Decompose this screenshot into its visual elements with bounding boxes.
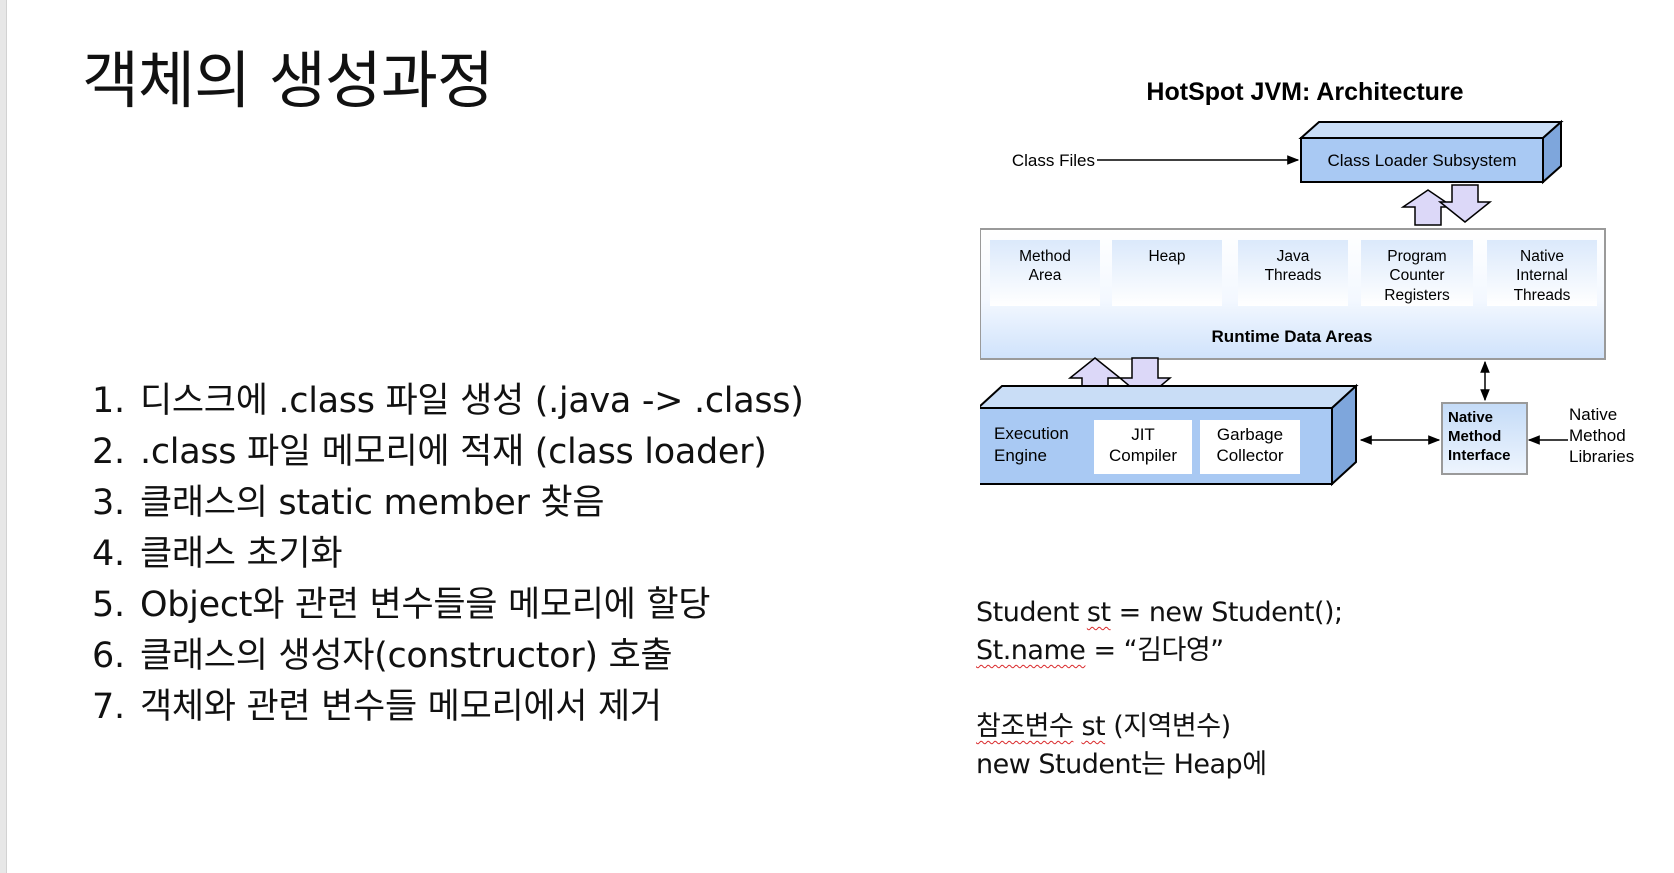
step-text: Object와 관련 변수들을 메모리에 할당 [140,585,711,625]
svg-text:Java: Java [1277,248,1310,265]
note-line-2: new Student는 Heap에 [976,749,1267,780]
list-item: 6. 클래스의 생성자(constructor) 호출 [92,631,804,682]
svg-text:Area: Area [1029,267,1062,284]
list-item: 7. 객체와 관련 변수들 메모리에서 제거 [92,682,804,733]
native-method-libraries-label: Native Method Libraries [1569,405,1634,466]
svg-text:Threads: Threads [1514,287,1571,304]
native-method-interface-box: Native Method Interface [1441,402,1528,475]
runtime-area-native-threads: Native Internal Threads [1487,240,1597,306]
svg-text:JIT: JIT [1131,425,1155,444]
svg-text:Method: Method [1019,248,1071,265]
svg-text:Interface: Interface [1448,447,1511,464]
svg-text:Native: Native [1520,248,1564,265]
list-item: 5. Object와 관련 변수들을 메모리에 할당 [92,580,804,631]
jvm-diagram-title: HotSpot JVM: Architecture [1146,78,1464,106]
step-number: 2. [92,432,125,472]
code-line-2: St.name = “김다영” [976,635,1224,666]
svg-text:Collector: Collector [1216,446,1283,465]
slide-left-edge [0,0,7,873]
execution-engine-box: Execution Engine JIT Compiler Garbage Co… [980,383,1359,487]
svg-text:Native: Native [1569,405,1617,424]
svg-text:Heap: Heap [1148,248,1185,265]
step-text: 클래스의 생성자(constructor) 호출 [140,636,673,676]
code-line-1: Student st = new Student(); [976,597,1343,628]
jvm-architecture-diagram: Class Files Class Loader Subsystem Metho… [980,119,1634,487]
svg-text:Registers: Registers [1384,287,1450,304]
class-files-label: Class Files [1012,151,1095,170]
svg-text:Counter: Counter [1389,267,1444,284]
step-text: 클래스 초기화 [140,534,343,574]
svg-text:Threads: Threads [1265,267,1322,284]
list-item: 3. 클래스의 static member 찾음 [92,478,804,529]
step-number: 6. [92,636,125,676]
svg-text:Native: Native [1448,409,1493,426]
runtime-area-java-threads: Java Threads [1238,240,1348,306]
runtime-area-method: Method Area [990,240,1100,306]
step-number: 4. [92,534,125,574]
step-text: .class 파일 메모리에 적재 (class loader) [140,432,767,472]
class-loader-subsystem-box: Class Loader Subsystem [1298,119,1564,185]
process-step-list: 1. 디스크에 .class 파일 생성 (.java -> .class) 2.… [92,376,804,733]
down-arrow-icon [1437,184,1493,223]
svg-text:Compiler: Compiler [1109,446,1177,465]
execution-engine-label: Execution [994,424,1069,443]
svg-text:Internal: Internal [1516,267,1568,284]
step-text: 디스크에 .class 파일 생성 (.java -> .class) [140,381,804,421]
step-number: 7. [92,687,125,727]
step-text: 객체와 관련 변수들 메모리에서 제거 [140,687,662,727]
step-text: 클래스의 static member 찾음 [140,483,605,523]
garbage-collector-box: Garbage Collector [1200,420,1300,474]
jit-compiler-box: JIT Compiler [1094,420,1192,474]
runtime-area-heap: Heap [1112,240,1222,306]
slide-title: 객체의 생성과정 [82,44,494,117]
runtime-data-areas-label: Runtime Data Areas [1212,327,1373,346]
list-item: 2. .class 파일 메모리에 적재 (class loader) [92,427,804,478]
svg-text:Program: Program [1387,248,1446,265]
step-number: 1. [92,381,125,421]
svg-text:Garbage: Garbage [1217,425,1283,444]
list-item: 4. 클래스 초기화 [92,529,804,580]
code-notes: Student st = new Student(); St.name = “김… [976,594,1343,784]
list-item: 1. 디스크에 .class 파일 생성 (.java -> .class) [92,376,804,427]
step-number: 3. [92,483,125,523]
svg-text:Engine: Engine [994,446,1047,465]
up-arrow-icon [1400,189,1456,226]
class-loader-label: Class Loader Subsystem [1328,151,1517,170]
runtime-area-pc-registers: Program Counter Registers [1361,240,1473,306]
runtime-data-areas-box: Method Area Heap Java Threads Program Co… [980,228,1606,360]
svg-text:Libraries: Libraries [1569,447,1634,466]
svg-text:Method: Method [1569,426,1626,445]
step-number: 5. [92,585,125,625]
svg-text:Method: Method [1448,428,1501,445]
blank-line [976,670,1343,708]
note-line-1: 참조변수 st (지역변수) [976,711,1231,742]
